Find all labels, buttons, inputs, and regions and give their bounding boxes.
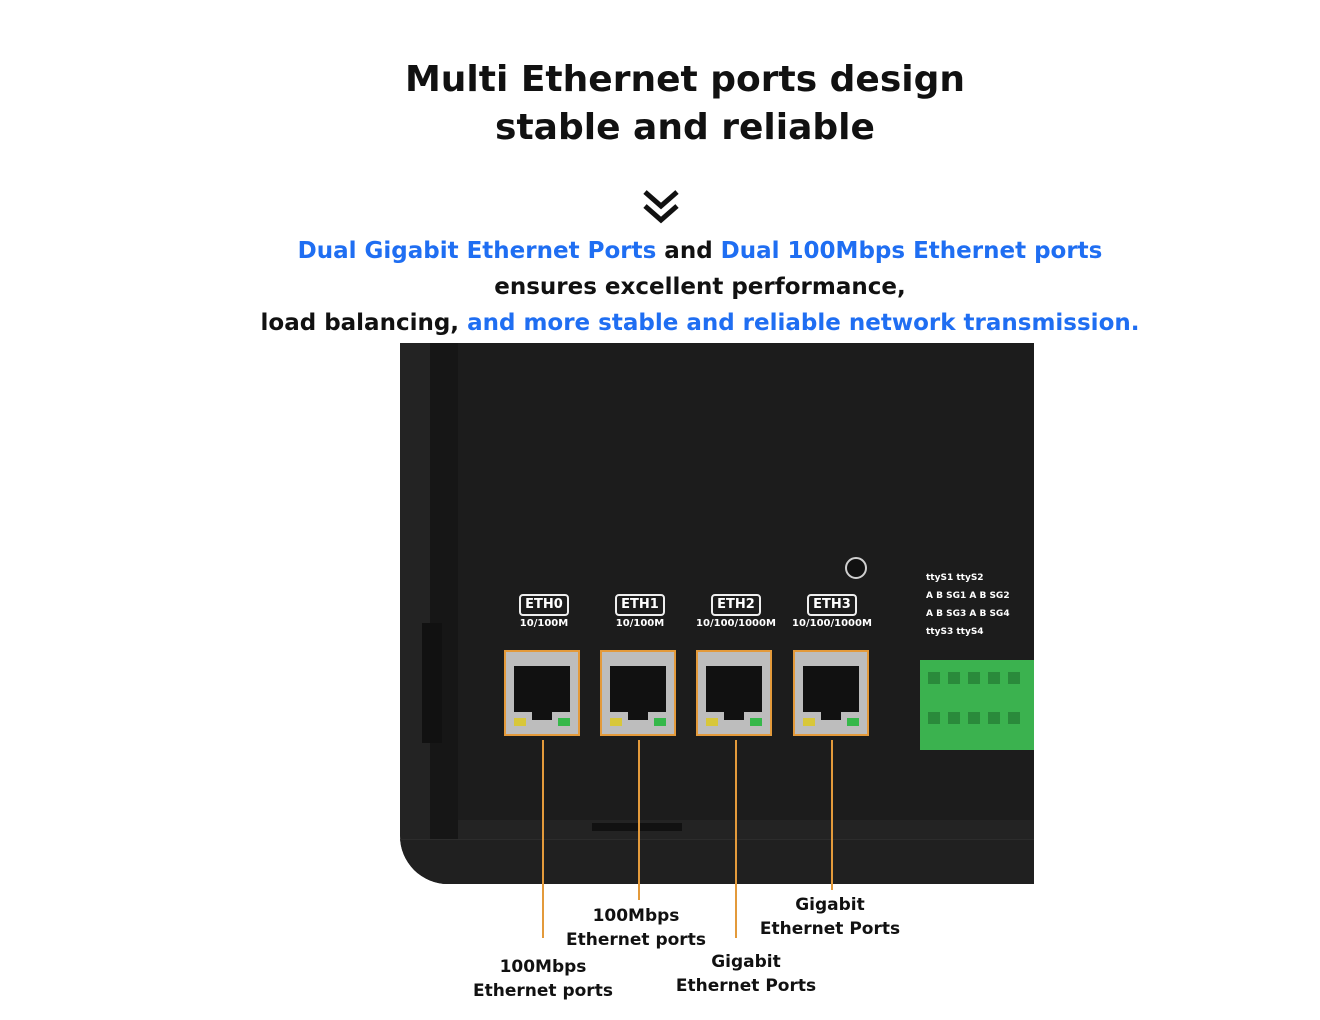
led-green bbox=[654, 718, 666, 726]
highlight-100mbps: Dual 100Mbps Ethernet ports bbox=[720, 238, 1103, 264]
device-bezel bbox=[430, 343, 458, 844]
highlight-transmission: and more stable and reliable network tra… bbox=[467, 310, 1140, 336]
subtitle-and: and bbox=[664, 238, 713, 264]
subtitle-line3: load balancing, and more stable and reli… bbox=[0, 306, 1320, 340]
vent-slot bbox=[592, 823, 682, 831]
mounting-clip bbox=[422, 623, 442, 743]
led-yellow bbox=[514, 718, 526, 726]
led-green bbox=[558, 718, 570, 726]
callout-line-eth2 bbox=[735, 740, 737, 938]
grounding-screw bbox=[845, 557, 867, 579]
page-title-line2: stable and reliable bbox=[495, 107, 875, 148]
subtitle-load-balancing: load balancing, bbox=[260, 310, 460, 336]
led-green bbox=[847, 718, 859, 726]
page-title-line1: Multi Ethernet ports design bbox=[404, 59, 966, 100]
subtitle-line2: ensures excellent performance, bbox=[494, 274, 906, 300]
subtitle-line1: Dual Gigabit Ethernet Ports and Dual 100… bbox=[0, 234, 1320, 268]
double-chevron-down-icon bbox=[643, 190, 679, 224]
rj45-port-eth1[interactable] bbox=[600, 650, 676, 736]
rj45-port-eth2[interactable] bbox=[696, 650, 772, 736]
callout-line-eth1 bbox=[638, 740, 640, 900]
led-yellow bbox=[610, 718, 622, 726]
highlight-gigabit: Dual Gigabit Ethernet Ports bbox=[297, 238, 657, 264]
led-yellow bbox=[803, 718, 815, 726]
terminal-block bbox=[920, 660, 1034, 750]
led-green bbox=[750, 718, 762, 726]
callout-line-eth0 bbox=[542, 740, 544, 938]
rj45-port-eth3[interactable] bbox=[793, 650, 869, 736]
callout-line-eth3 bbox=[831, 740, 833, 890]
device-rim bbox=[400, 839, 1034, 884]
serial-labels: ttyS1 ttyS2 A B SG1 A B SG2 A B SG3 A B … bbox=[926, 573, 1010, 637]
led-yellow bbox=[706, 718, 718, 726]
rj45-port-eth0[interactable] bbox=[504, 650, 580, 736]
